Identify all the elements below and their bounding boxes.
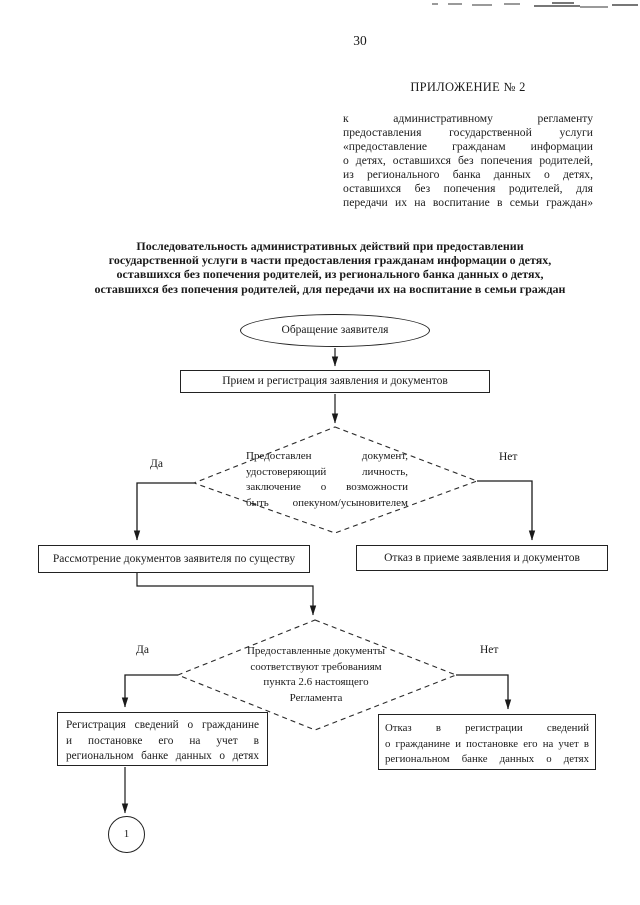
node-decision2-text: Предоставленные документы соответствуют … [246, 645, 386, 704]
node-start-oval: Обращение заявителя [240, 314, 430, 347]
node-start-label: Обращение заявителя [281, 324, 389, 336]
decision2-yes-label: Да [136, 644, 149, 656]
node-refusal-registration-rect: Отказ в регистрации сведений о гражданин… [378, 714, 596, 770]
page-number: 30 [353, 33, 367, 48]
appendix-heading: ПРИЛОЖЕНИЕ № 2 [410, 80, 526, 94]
decision1-no-label: Нет [499, 451, 518, 463]
decision1-diamond [192, 426, 479, 534]
decision2-diamond [176, 619, 458, 731]
arrow-decision2-yes [121, 674, 178, 708]
arrow-review-to-decision2 [136, 573, 317, 616]
arrow-decision2-no [456, 674, 512, 710]
node-decision1-text: Предоставлен документ, удостоверяющий ли… [246, 450, 408, 509]
node-refusal-accept-rect: Отказ в приеме заявления и документов [356, 545, 608, 571]
node-registration-rect: Регистрация сведений о гражданине и пост… [57, 712, 268, 766]
node-reception-label: Прием и регистрация заявления и документ… [222, 375, 448, 387]
flowchart-title: Последовательность административных дейс… [94, 239, 566, 296]
node-connector-circle: 1 [108, 816, 145, 853]
decision1-yes-label: Да [150, 458, 163, 470]
node-reception-rect: Прием и регистрация заявления и документ… [180, 370, 490, 393]
connector-circle-label: 1 [123, 828, 130, 840]
arrow-decision1-no [477, 480, 536, 541]
appendix-paragraph: к административному регламенту предостав… [343, 112, 593, 209]
decision2-no-label: Нет [480, 644, 499, 656]
node-refusal-accept-label: Отказ в приеме заявления и документов [384, 551, 580, 564]
node-review-label: Рассмотрение документов заявителя по сущ… [52, 552, 296, 565]
scan-artifact [432, 2, 638, 8]
arrow-decision1-yes [133, 482, 194, 541]
node-review-rect: Рассмотрение документов заявителя по сущ… [38, 545, 310, 573]
